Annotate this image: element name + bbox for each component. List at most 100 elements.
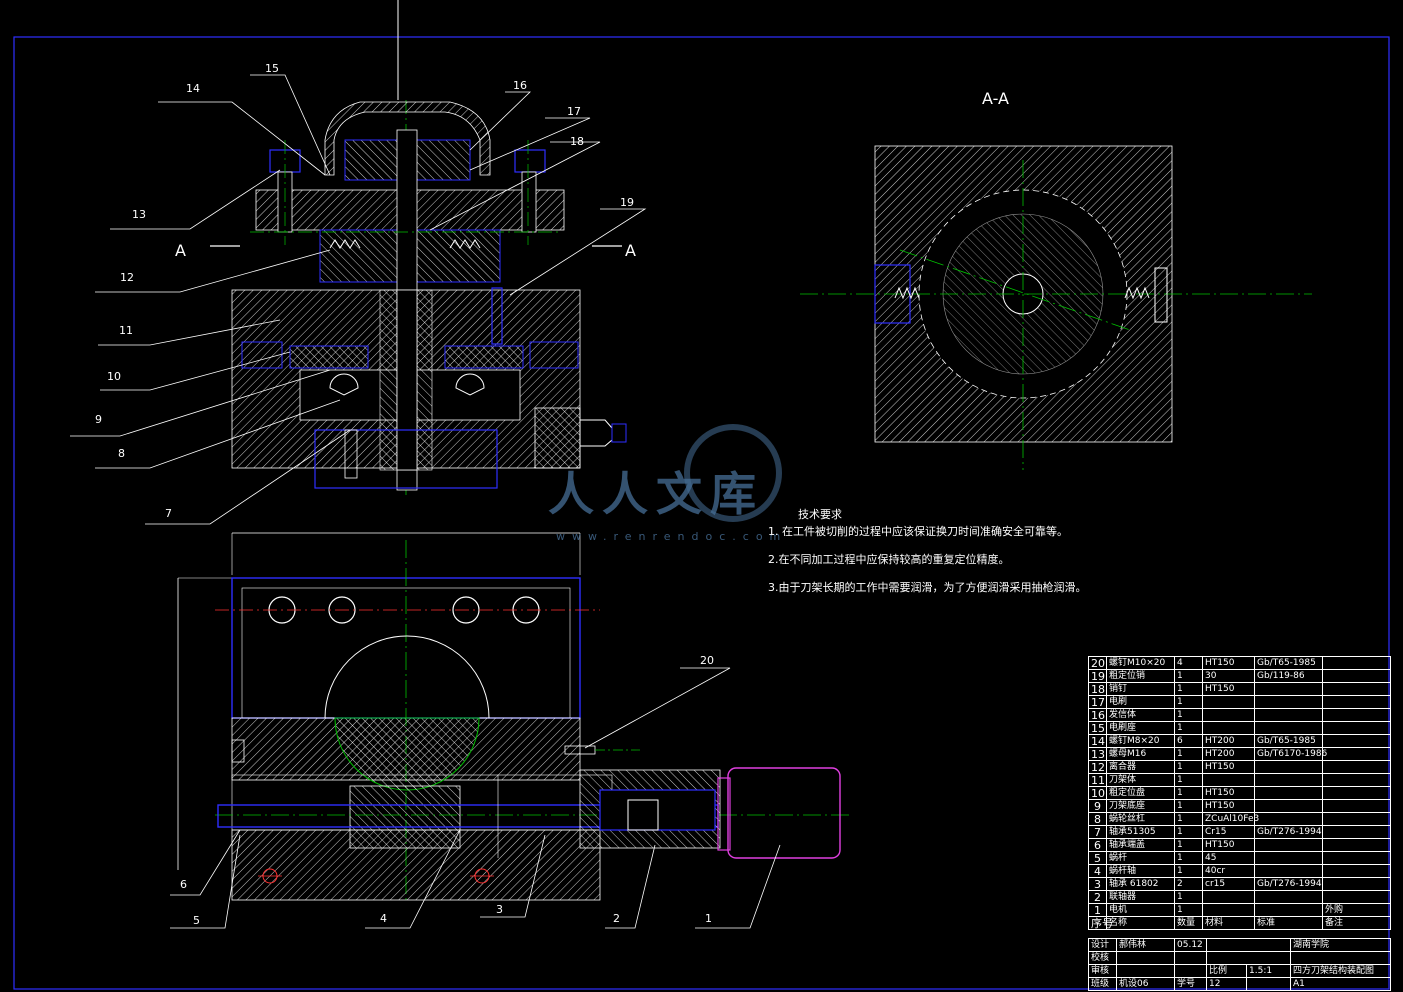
bom-cell-no: 12 <box>1088 760 1107 774</box>
bom-cell-material: HT150 <box>1202 656 1255 670</box>
bom-cell-standard: Gb/T65-1985 <box>1254 656 1323 670</box>
bom-cell-name: 刀架体 <box>1106 773 1175 787</box>
bom-cell-name: 电刷座 <box>1106 721 1175 735</box>
bom-cell-qty: 1 <box>1174 799 1203 813</box>
bom-cell-note <box>1322 656 1391 670</box>
bom-cell-no: 7 <box>1088 825 1107 839</box>
bom-cell-note <box>1322 695 1391 709</box>
bom-cell-standard: Gb/T6170-1986 <box>1254 747 1327 761</box>
drawing-border <box>13 36 1390 990</box>
callout-5: 5 <box>193 914 200 927</box>
bom-cell-note <box>1322 877 1391 891</box>
bom-cell-note <box>1322 851 1391 865</box>
section-mark-left: A <box>175 241 186 260</box>
bom-cell-qty: 1 <box>1174 838 1203 852</box>
bom-cell-note <box>1322 799 1391 813</box>
bom-cell-qty: 1 <box>1174 760 1203 774</box>
bom-cell-qty: 1 <box>1174 773 1203 787</box>
bom-cell-name: 刀架底座 <box>1106 799 1175 813</box>
bom-cell-standard <box>1254 890 1323 904</box>
bom-cell-material <box>1202 695 1255 709</box>
bom-cell-no: 19 <box>1088 669 1107 683</box>
school: 湖南学院 <box>1290 938 1391 952</box>
bom-cell-qty: 1 <box>1174 682 1203 696</box>
bom-cell-material: 40cr <box>1202 864 1255 878</box>
bom-cell-name: 电机 <box>1106 903 1175 917</box>
watermark-url: www.renrendoc.com <box>556 530 788 543</box>
callout-14: 14 <box>186 82 200 95</box>
bom-cell-standard <box>1254 903 1323 917</box>
bom-cell-no: 8 <box>1088 812 1107 826</box>
bom-cell-name: 蜗杆 <box>1106 851 1175 865</box>
bom-cell-qty: 2 <box>1174 877 1203 891</box>
callout-7: 7 <box>165 507 172 520</box>
bom-cell-name: 蜗轮丝杠 <box>1106 812 1175 826</box>
bom-cell-standard <box>1254 851 1323 865</box>
bom-cell-no: 20 <box>1088 656 1107 670</box>
callout-13: 13 <box>132 208 146 221</box>
bom-header-qty: 数量 <box>1174 916 1203 930</box>
watermark-title: 人人文库 <box>548 467 764 521</box>
design-date: 05.12 <box>1174 938 1207 952</box>
bom-cell-qty: 1 <box>1174 669 1203 683</box>
tech-item-2: 2.在不同加工过程中应保持较高的重复定位精度。 <box>768 553 1010 566</box>
callout-6: 6 <box>180 878 187 891</box>
watermark: 人人文库 www.renrendoc.com <box>548 418 848 558</box>
bom-cell-name: 粗定位盘 <box>1106 786 1175 800</box>
callout-19: 19 <box>620 196 634 209</box>
bom-cell-note <box>1322 825 1391 839</box>
bom-cell-material: HT150 <box>1202 786 1255 800</box>
bom-header-note: 备注 <box>1322 916 1391 930</box>
scale-value: 1.5:1 <box>1246 964 1291 978</box>
bom-cell-material: HT150 <box>1202 760 1255 774</box>
bom-cell-no: 6 <box>1088 838 1107 852</box>
bom-cell-name: 螺母M16 <box>1106 747 1175 761</box>
bom-cell-name: 螺钉M8×20 <box>1106 734 1175 748</box>
bom-cell-standard <box>1254 773 1323 787</box>
check-label: 校核 <box>1088 951 1117 965</box>
bom-cell-no: 15 <box>1088 721 1107 735</box>
bom-cell-no: 5 <box>1088 851 1107 865</box>
watermark-logo-icon <box>684 424 782 522</box>
bom-cell-material <box>1202 903 1255 917</box>
title-block: 设计 郝伟林 05.12 湖南学院 校核 审核 比例 1.5:1 四方刀架结构装… <box>1088 938 1391 991</box>
bom-cell-no: 1 <box>1088 903 1107 917</box>
callout-16: 16 <box>513 79 527 92</box>
bom-cell-standard <box>1254 695 1323 709</box>
bom-cell-name: 轴承 61802 <box>1106 877 1175 891</box>
bom-cell-note <box>1322 786 1391 800</box>
bom-cell-standard <box>1254 799 1323 813</box>
bom-cell-qty: 1 <box>1174 747 1203 761</box>
bom-cell-material: cr15 <box>1202 877 1255 891</box>
bom-cell-name: 螺钉M10×20 <box>1106 656 1175 670</box>
leader-lines-top <box>70 74 647 525</box>
bom-cell-standard <box>1254 708 1323 722</box>
bom-cell-standard: Gb/119-86 <box>1254 669 1323 683</box>
callout-17: 17 <box>567 105 581 118</box>
bom-cell-material <box>1202 773 1255 787</box>
callout-4: 4 <box>380 912 387 925</box>
bom-cell-standard <box>1254 864 1323 878</box>
bom-cell-note <box>1322 890 1391 904</box>
bom-cell-note <box>1322 760 1391 774</box>
bom-cell-material: HT150 <box>1202 682 1255 696</box>
bom-cell-name: 电刷 <box>1106 695 1175 709</box>
bom-cell-note: 外购 <box>1322 903 1391 917</box>
bom-cell-material: Cr15 <box>1202 825 1255 839</box>
section-view-main <box>210 0 627 495</box>
bom-cell-standard: Gb/T276-1994 <box>1254 825 1323 839</box>
callout-10: 10 <box>107 370 121 383</box>
bom-cell-standard <box>1254 838 1323 852</box>
bom-cell-name: 联轴器 <box>1106 890 1175 904</box>
